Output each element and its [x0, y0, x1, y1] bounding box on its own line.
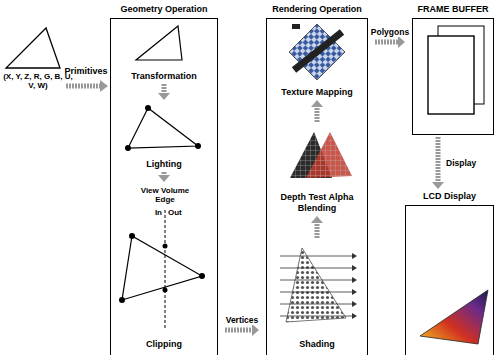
stage-label: Shading [271, 339, 363, 349]
transformation-figure [136, 26, 182, 60]
stage-node: Lighting [115, 102, 213, 170]
clipping-figure [119, 210, 205, 328]
primitives-arrow [66, 80, 108, 92]
text-label: In [140, 208, 162, 217]
flow-arrow [158, 172, 170, 182]
box-heading: Rendering Operation [261, 4, 373, 14]
edge-label: Vertices [225, 315, 260, 325]
group-box: Rendering OperationTexture MappingDepth … [266, 18, 368, 355]
stage-label: Transformation [115, 71, 213, 81]
arrow-head [432, 182, 444, 189]
flow-arrow [311, 100, 323, 122]
depth-figure [290, 132, 352, 178]
box-heading: LCD Display [400, 191, 496, 201]
stage-label: Depth Test Alpha Blending [271, 192, 363, 213]
arrow-shaft [315, 106, 320, 122]
stage-node: Transformation [115, 20, 213, 82]
flow-arrow [225, 324, 259, 336]
arrow-head [311, 216, 323, 223]
text-label: Out [168, 208, 194, 217]
shading-figure [280, 248, 357, 322]
arrow-shaft [436, 137, 441, 183]
group-box: FRAME BUFFER [412, 18, 494, 135]
frame-pages [428, 26, 484, 114]
stage-label: Lighting [115, 159, 213, 169]
text-label: View Volume Edge [130, 186, 200, 204]
arrow-shaft [225, 328, 253, 333]
stage-node: Shading [271, 240, 363, 350]
arrow-head [252, 324, 259, 336]
stage-node: Texture Mapping [271, 20, 363, 98]
flow-arrow [432, 137, 444, 189]
edge-label: Display [445, 158, 477, 168]
stage-label: Texture Mapping [271, 87, 363, 97]
flow-arrow [375, 36, 405, 48]
arrow-shaft [375, 40, 399, 45]
arrow-shaft [315, 222, 320, 238]
lcd-figure [420, 290, 488, 344]
stage-node: Depth Test Alpha Blending [271, 124, 363, 214]
flow-arrow [311, 216, 323, 238]
arrow-shaft [162, 84, 167, 94]
box-heading: FRAME BUFFER [407, 4, 496, 14]
primitive-triangle [6, 28, 60, 68]
arrow-head [311, 100, 323, 107]
stage-label: Clipping [115, 339, 213, 349]
texture-figure [289, 24, 345, 80]
group-box: LCD Display [405, 205, 494, 355]
arrow-head [158, 175, 170, 182]
flow-arrow [158, 84, 170, 100]
lighting-figure [125, 105, 201, 151]
edge-label: Polygons [370, 27, 410, 37]
stage-node: Clipping [115, 184, 213, 350]
arrow-head [398, 36, 405, 48]
box-heading: Geometry Operation [105, 4, 223, 14]
arrow-head [158, 93, 170, 100]
text-label: Primitives [62, 66, 110, 76]
